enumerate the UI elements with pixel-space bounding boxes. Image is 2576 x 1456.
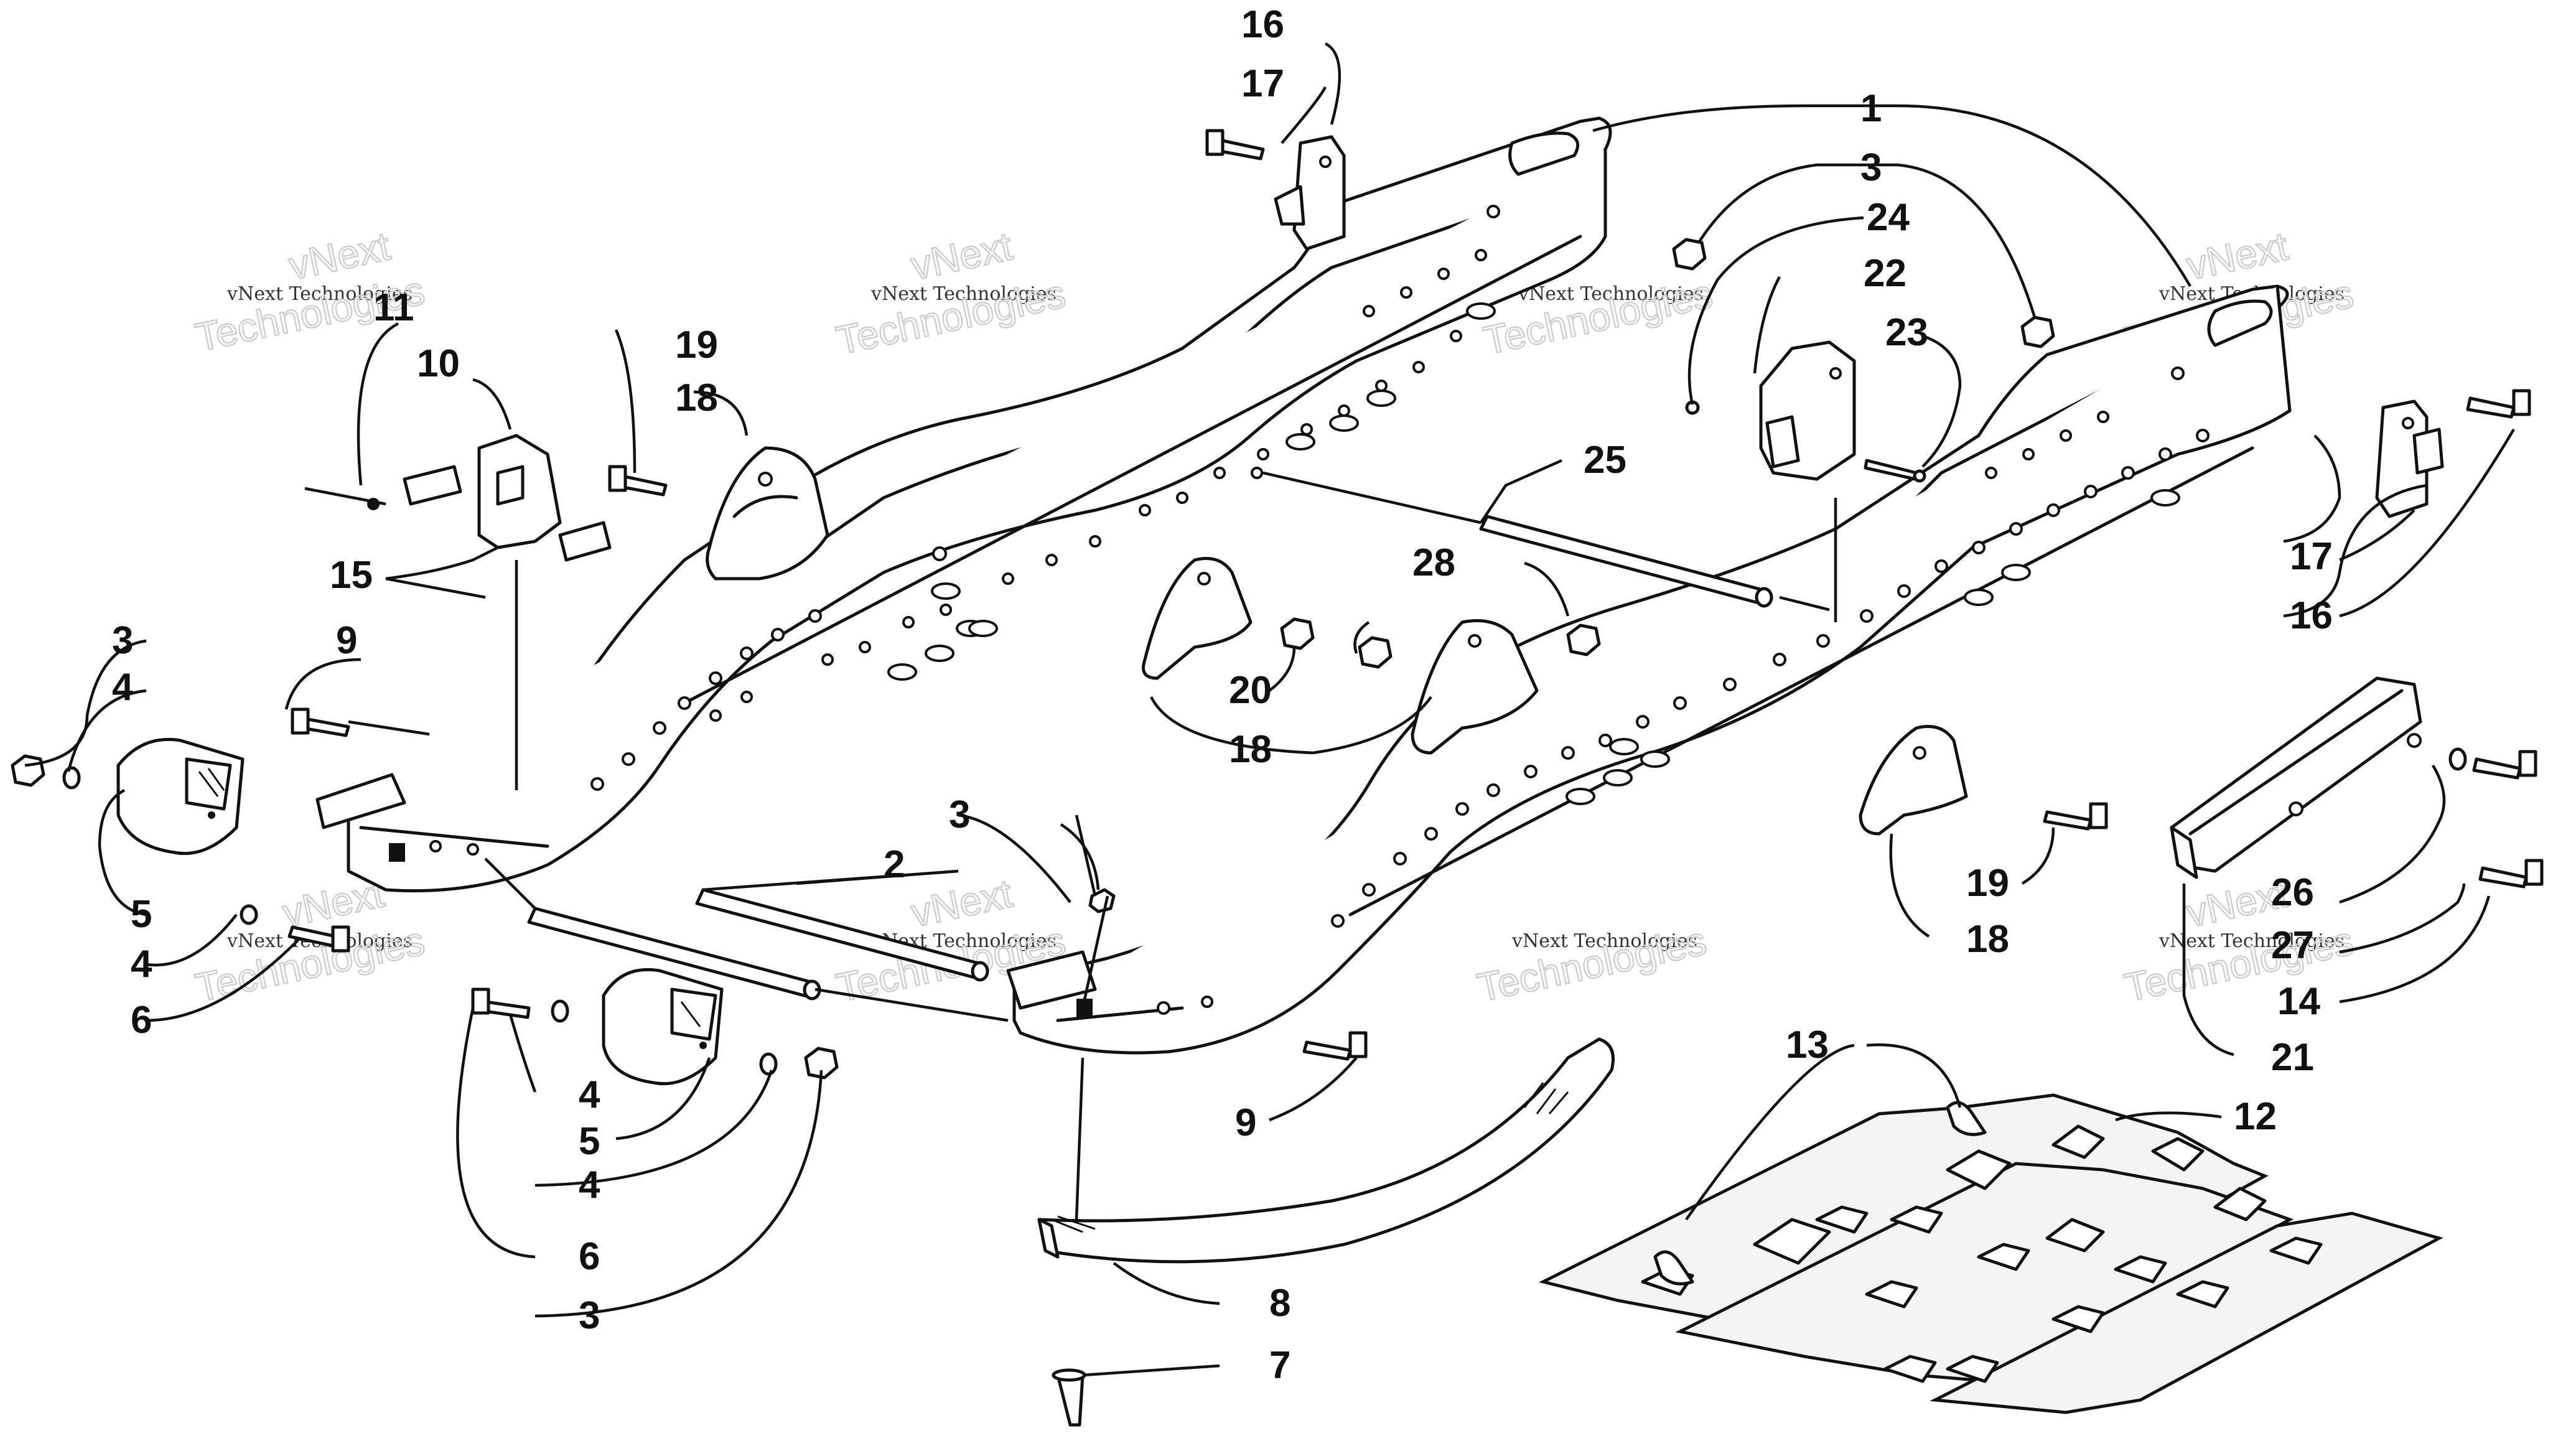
callout-17: 17 — [2290, 535, 2333, 578]
left-slide-rail — [315, 116, 1612, 893]
callout-1: 1 — [1860, 87, 1882, 130]
callout-25: 25 — [1584, 439, 1626, 482]
callout-28: 28 — [1412, 541, 1455, 584]
callout-23: 23 — [1885, 311, 1928, 354]
callout-19: 19 — [675, 324, 718, 366]
callout-21: 21 — [2271, 1036, 2314, 1079]
callout-11: 11 — [373, 286, 414, 329]
callout-labels: 1 2 3 3 3 3 4 4 4 4 5 5 6 6 7 8 9 9 10 1… — [112, 3, 2333, 1387]
callout-10: 10 — [417, 342, 460, 385]
cross-shaft-25 — [1262, 471, 1830, 612]
callout-3: 3 — [949, 793, 970, 836]
axle-bracket-lower — [1411, 619, 1539, 755]
rail-end-cap-lower — [602, 968, 724, 1086]
callout-17: 17 — [1241, 62, 1284, 105]
callout-19: 19 — [1966, 862, 2009, 905]
callout-16: 16 — [1241, 3, 1284, 46]
callout-15: 15 — [330, 554, 373, 597]
hardware-washer — [62, 400, 2467, 1076]
watermark-text: vNext Technologies — [1518, 283, 1704, 305]
callout-6: 6 — [579, 1235, 600, 1278]
callout-3: 3 — [1860, 146, 1882, 189]
mount-block-22 — [1759, 340, 1856, 481]
callout-4: 4 — [131, 943, 152, 986]
watermark-text: vNext Technologies — [2158, 930, 2345, 952]
rail-holes — [1157, 366, 2210, 1015]
watermark-text: vNext Technologies — [1511, 930, 1697, 952]
watermark-text: vNext — [2183, 223, 2292, 288]
track-clips-13 — [1653, 1101, 1987, 1286]
track-cleats — [1641, 1124, 2323, 1383]
axle-bracket-middle — [1142, 557, 1253, 680]
rail-holes — [429, 205, 1500, 856]
callout-14: 14 — [2277, 980, 2320, 1023]
callout-18: 18 — [1229, 728, 1272, 771]
axle-bracket-upper — [706, 446, 829, 581]
cross-shaft-2b — [527, 907, 821, 1001]
stopper-bracket-10 — [304, 434, 612, 562]
watermark-text: vNext — [907, 870, 1016, 935]
rail-end-cap-upper — [116, 737, 245, 856]
watermark-text: vNext — [907, 223, 1016, 288]
callout-4: 4 — [112, 666, 134, 709]
callout-3: 3 — [112, 619, 133, 662]
callout-16: 16 — [2290, 594, 2333, 637]
callout-8: 8 — [1269, 1282, 1290, 1325]
callout-2: 2 — [884, 843, 905, 886]
callout-5: 5 — [131, 893, 152, 936]
callout-12: 12 — [2234, 1095, 2277, 1138]
callout-7: 7 — [1269, 1344, 1290, 1387]
right-slide-rail — [1006, 284, 2292, 1055]
rear-crossbar-21 — [2170, 676, 2422, 879]
drive-track-12 — [1538, 1093, 2443, 1414]
callout-24: 24 — [1867, 196, 1910, 239]
cross-shaft-2a — [695, 888, 989, 982]
callout-18: 18 — [1966, 918, 2009, 961]
callout-9: 9 — [336, 619, 357, 662]
callout-5: 5 — [579, 1120, 600, 1163]
callout-26: 26 — [2271, 871, 2314, 914]
callout-3: 3 — [579, 1294, 600, 1337]
hardware-nut — [11, 238, 2055, 1080]
watermark-text: vNext Technologies — [226, 283, 413, 305]
mount-block-17-top — [1274, 135, 1346, 251]
callout-4: 4 — [579, 1164, 600, 1206]
axle-bracket-right — [1859, 725, 1968, 836]
callout-22: 22 — [1864, 252, 1906, 295]
callout-9: 9 — [1235, 1101, 1256, 1144]
callout-6: 6 — [131, 999, 152, 1042]
callout-20: 20 — [1229, 669, 1272, 712]
hyfax-wear-strip-8 — [1037, 1037, 1615, 1264]
watermark-text: vNext Technologies — [870, 283, 1057, 305]
callout-27: 27 — [2271, 924, 2314, 967]
callout-4: 4 — [579, 1073, 600, 1116]
callout-13: 13 — [1786, 1024, 1829, 1066]
callout-18: 18 — [675, 376, 718, 419]
leader-lines — [24, 42, 2515, 1377]
hardware-bolt — [287, 129, 2544, 1427]
